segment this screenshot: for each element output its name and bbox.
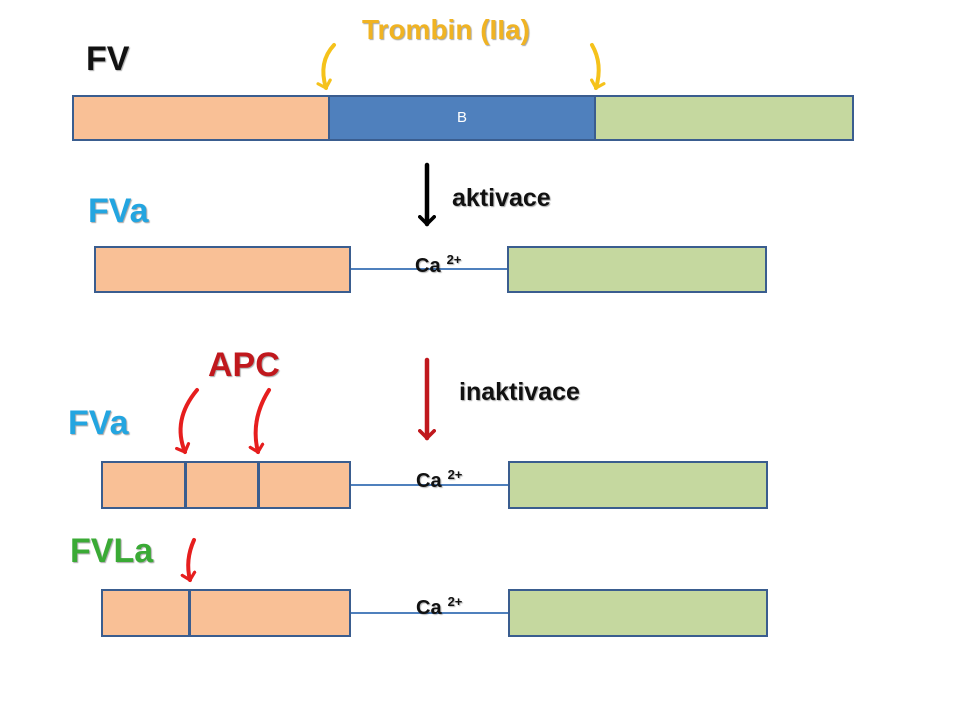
calcium-bridge — [351, 612, 509, 614]
cleavage-site — [184, 463, 187, 507]
fva-cleaved-heavy-chain — [101, 461, 351, 509]
thrombin-cleavage-arrow — [590, 43, 606, 91]
fva-heavy-chain — [94, 246, 351, 293]
cleavage-site — [257, 463, 260, 507]
fv-label: FV — [86, 40, 130, 78]
apc-label: APC — [208, 346, 280, 384]
fvla-heavy-chain — [101, 589, 351, 637]
fv-c-domain — [594, 95, 854, 141]
trombin-label: Trombin (IIa) — [362, 14, 530, 45]
cleavage-site — [188, 591, 191, 635]
fva-light-chain — [507, 246, 767, 293]
calcium-bridge — [351, 268, 508, 270]
thrombin-cleavage-arrow — [316, 43, 336, 91]
calcium-bridge — [351, 484, 509, 486]
fvla-light-chain — [508, 589, 768, 637]
fv-a-domain — [72, 95, 330, 141]
fva-label-activated: FVa — [88, 192, 149, 230]
apc-cleavage-arrow — [248, 388, 271, 455]
fva-light-chain — [508, 461, 768, 509]
fva-label-inactivated: FVa — [68, 404, 129, 442]
fvla-label: FVLa — [70, 532, 154, 570]
inaktivace-label: inaktivace — [459, 378, 580, 406]
apc-cleavage-arrow — [175, 388, 199, 455]
fv-b-domain: B — [328, 95, 596, 141]
aktivace-label: aktivace — [452, 184, 551, 212]
fvla-cleavage-arrow — [180, 538, 197, 583]
